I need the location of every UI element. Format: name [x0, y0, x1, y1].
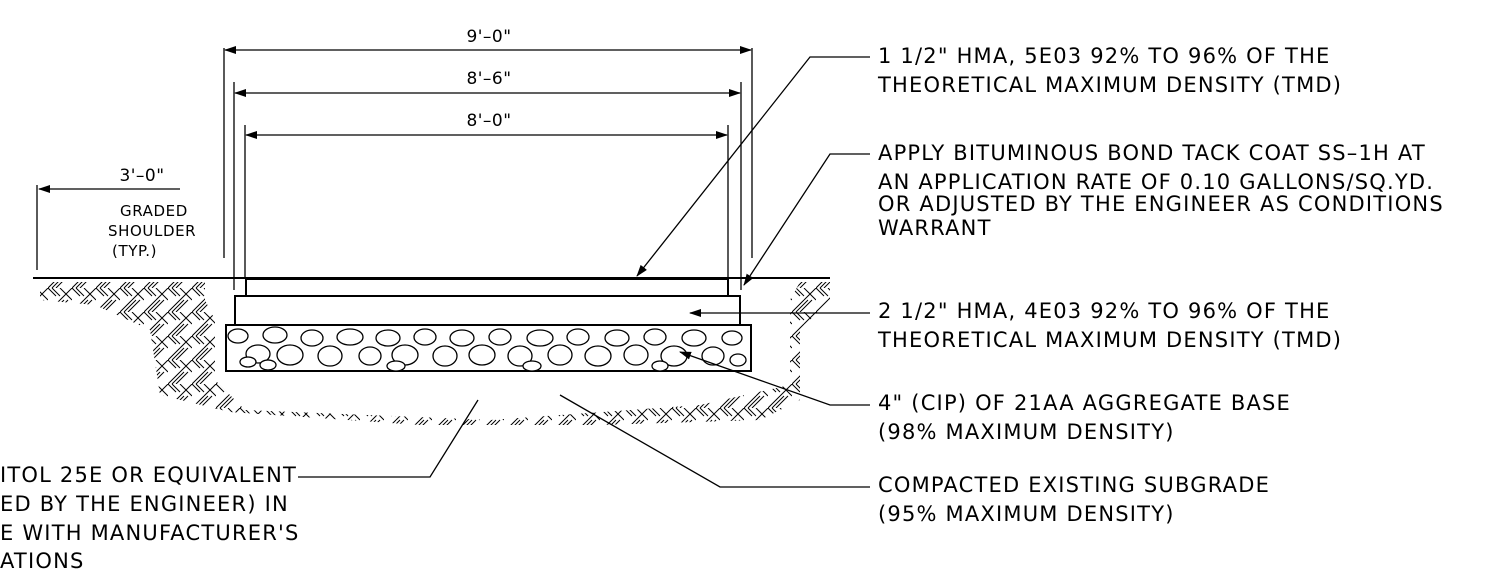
aggregate-stone: [488, 328, 512, 346]
callout-geotextile-line-2: ED BY THE ENGINEER) IN: [0, 492, 289, 516]
aggregate-stone: [547, 344, 573, 366]
aggregate-stone: [566, 328, 590, 346]
aggregate-stone: [317, 345, 343, 367]
aggregate-stone: [259, 359, 277, 371]
aggregate-stone: [681, 329, 707, 347]
callout-geotextile-line-4: ATIONS: [0, 549, 85, 573]
aggregate-stone: [729, 353, 747, 367]
dim-label-8ft6: 8'–6": [466, 69, 511, 89]
aggregate-stone: [651, 360, 669, 372]
leader-aggregate: [679, 351, 870, 406]
callout-aggregate-line-1: 4" (CIP) OF 21AA AGGREGATE BASE: [878, 391, 1291, 415]
aggregate-stone: [227, 328, 249, 344]
aggregate-stone: [239, 356, 257, 368]
aggregate-stone: [336, 328, 364, 346]
aggregate-stones: [227, 326, 747, 372]
callout-tack-coat-line-2: AN APPLICATION RATE OF 0.10 GALLONS/SQ.Y…: [878, 170, 1434, 194]
subgrade-soil: [40, 282, 830, 425]
callout-hma-top-line-1: 1 1/2" HMA, 5E03 92% TO 96% OF THE: [878, 44, 1331, 68]
aggregate-stone: [526, 329, 554, 347]
aggregate-stone: [623, 344, 649, 366]
aggregate-stone: [449, 329, 475, 347]
shoulder-note-line-3: (TYP.): [112, 242, 157, 260]
callout-geotextile-line-1: ITOL 25E OR EQUIVALENT: [0, 463, 297, 487]
aggregate-stone: [386, 360, 406, 372]
dim-label-8ft: 8'–0": [466, 111, 511, 131]
aggregate-stone: [300, 329, 324, 347]
shoulder-note-line-2: SHOULDER: [108, 222, 196, 240]
hma-base-layer: [234, 295, 741, 326]
leader-geotextile: [298, 399, 479, 478]
callout-tack-coat-line-3: OR ADJUSTED BY THE ENGINEER AS CONDITION…: [878, 192, 1444, 216]
aggregate-stone: [262, 326, 288, 344]
aggregate-stone: [507, 345, 533, 367]
callout-hma-top-line-2: THEORETICAL MAXIMUM DENSITY (TMD): [877, 73, 1342, 97]
aggregate-stone: [375, 329, 401, 347]
aggregate-stone: [701, 346, 725, 366]
aggregate-stone: [643, 328, 667, 346]
aggregate-stone: [604, 329, 630, 347]
aggregate-stone: [358, 346, 382, 366]
hma-top-layer: [245, 278, 729, 297]
callout-subgrade-line-1: COMPACTED EXISTING SUBGRADE: [878, 473, 1270, 497]
callout-tack-coat-line-1: APPLY BITUMINOUS BOND TACK COAT SS–1H AT: [878, 141, 1426, 165]
dim-label-shoulder: 3'–0": [119, 166, 164, 186]
aggregate-stone: [276, 344, 304, 366]
callout-hma-base-line-2: THEORETICAL MAXIMUM DENSITY (TMD): [877, 328, 1342, 352]
callout-geotextile-line-3: E WITH MANUFACTURER'S: [0, 521, 300, 545]
aggregate-stone: [721, 330, 743, 346]
aggregate-stone: [522, 360, 542, 372]
callout-aggregate-line-2: (98% MAXIMUM DENSITY): [878, 420, 1175, 444]
leader-subgrade: [559, 394, 870, 488]
aggregate-stone: [584, 345, 612, 367]
shoulder-note-line-1: GRADED: [120, 202, 188, 220]
dim-label-9ft: 9'–0": [466, 27, 511, 47]
aggregate-stone: [468, 344, 496, 366]
aggregate-stone: [432, 345, 458, 367]
callout-hma-base-line-1: 2 1/2" HMA, 4E03 92% TO 96% OF THE: [878, 299, 1331, 323]
aggregate-stone: [413, 328, 437, 346]
callout-tack-coat-line-4: WARRANT: [878, 216, 992, 240]
leader-hma-top: [636, 56, 870, 277]
callout-subgrade-line-2: (95% MAXIMUM DENSITY): [878, 502, 1175, 526]
leader-tack-coat: [743, 153, 870, 286]
